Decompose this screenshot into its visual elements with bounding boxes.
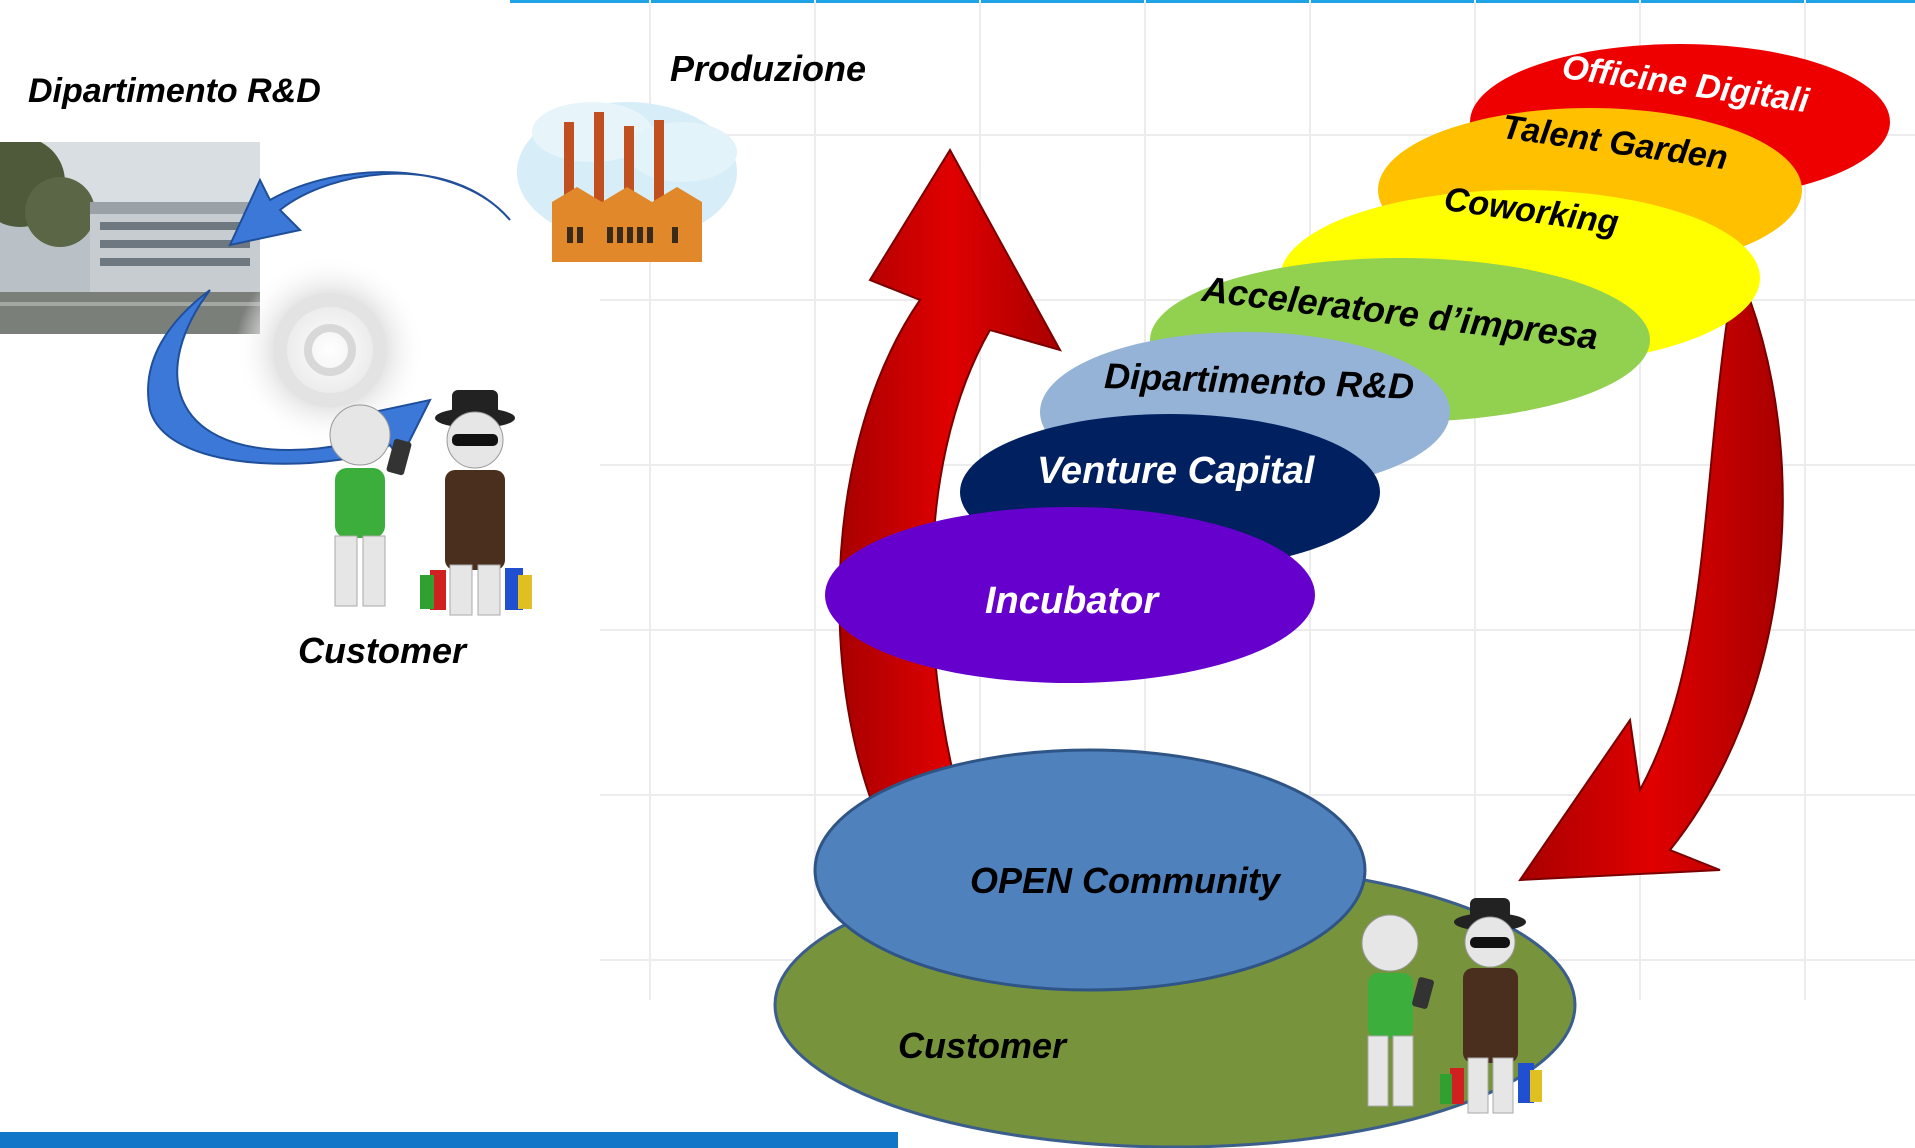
customer-figures-left [329, 390, 532, 616]
open-community-ellipse [813, 748, 1367, 992]
customer-label-right: Customer [898, 1025, 1067, 1066]
rd-department-label: Dipartimento R&D [28, 72, 321, 110]
top-rule [510, 0, 1915, 3]
open-community-label: OPEN Community [970, 860, 1281, 901]
innovation-cycle-arrows [838, 148, 1784, 882]
bottom-bar [0, 1132, 898, 1148]
rd-building-image [0, 142, 260, 334]
layer-incubator [825, 507, 1315, 683]
factory-image [517, 102, 737, 262]
arrow-up-icon [838, 148, 1063, 872]
customer-figures-right [1361, 898, 1542, 1114]
customer-label-left: Customer [298, 630, 467, 671]
layer-label-venture: Venture Capital [1037, 450, 1315, 492]
production-label: Produzione [670, 48, 866, 89]
arrow-top-icon [228, 171, 511, 247]
layer-label-incubator: Incubator [985, 580, 1159, 622]
arrow-down-icon [1518, 299, 1784, 882]
swirl-center-icon [235, 255, 425, 445]
